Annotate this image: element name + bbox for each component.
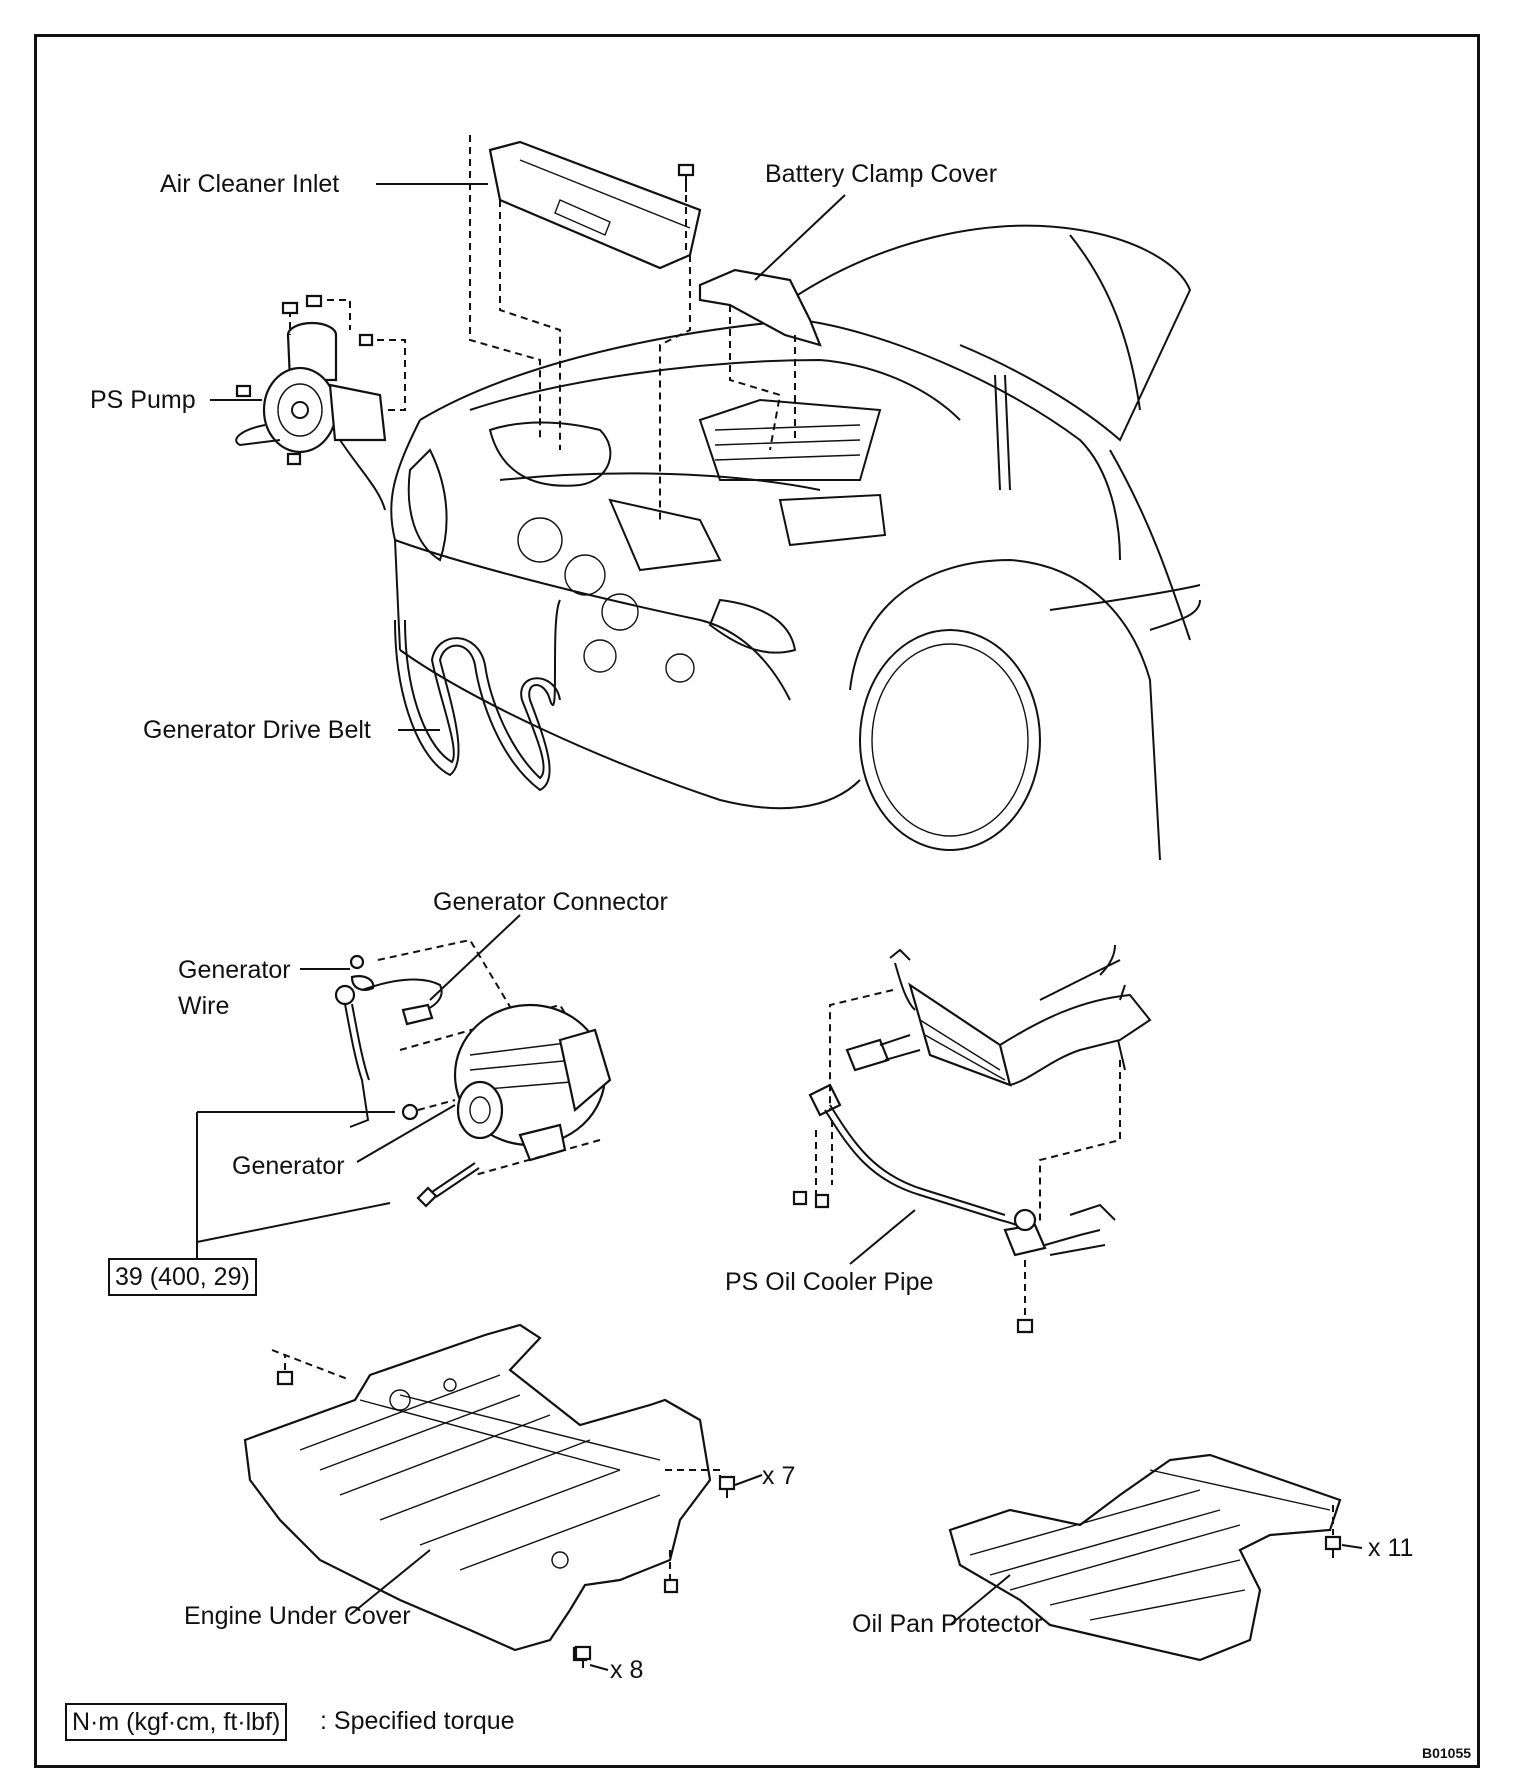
generator-part — [401, 1003, 612, 1176]
inlet-bolt — [677, 163, 695, 250]
diagram-frame — [34, 34, 1480, 1768]
label-ps-oil-cooler-pipe: PS Oil Cooler Pipe — [725, 1268, 934, 1296]
label-battery-clamp-cover: Battery Clamp Cover — [765, 160, 998, 188]
qty-oil-pan-protector: x 11 — [1368, 1534, 1414, 1562]
generator-drive-belt-part — [394, 599, 561, 792]
battery-clamp-cover-part — [698, 268, 822, 451]
leader-lines — [196, 183, 1363, 1671]
torque-generator-bolt: 39 (400, 29) — [108, 1258, 257, 1296]
legend-unit-box: N·m (kgf·cm, ft·lbf) — [65, 1703, 288, 1741]
legend-description: : Specified torque — [320, 1707, 515, 1735]
engine-cover-clip-lower-icon — [574, 1645, 592, 1668]
label-generator-wire-line2: Wire — [178, 992, 230, 1020]
label-generator-drive-belt: Generator Drive Belt — [143, 716, 371, 744]
label-air-cleaner-inlet: Air Cleaner Inlet — [160, 170, 340, 198]
engine-cover-clip-upper-icon — [718, 1475, 736, 1498]
label-ps-pump: PS Pump — [90, 386, 196, 414]
oil-pan-protector-part — [948, 1453, 1342, 1662]
qty-engine-cover-upper: x 7 — [762, 1462, 796, 1490]
vehicle-front-illustration — [390, 224, 1201, 861]
air-cleaner-inlet-part — [469, 135, 702, 520]
generator-wire-part — [334, 938, 576, 1128]
qty-engine-cover-lower: x 8 — [610, 1656, 644, 1684]
label-engine-under-cover: Engine Under Cover — [184, 1602, 411, 1630]
label-generator: Generator — [232, 1152, 345, 1180]
ps-pump-part — [235, 294, 406, 511]
ps-oil-cooler-pipe-part — [792, 944, 1152, 1334]
generator-bolt — [416, 1162, 480, 1208]
label-generator-wire-line1: Generator — [178, 956, 291, 984]
label-generator-connector: Generator Connector — [433, 888, 668, 916]
figure-code: B01055 — [1422, 1745, 1472, 1761]
label-oil-pan-protector: Oil Pan Protector — [852, 1610, 1043, 1638]
engine-under-cover-part — [243, 1323, 721, 1662]
